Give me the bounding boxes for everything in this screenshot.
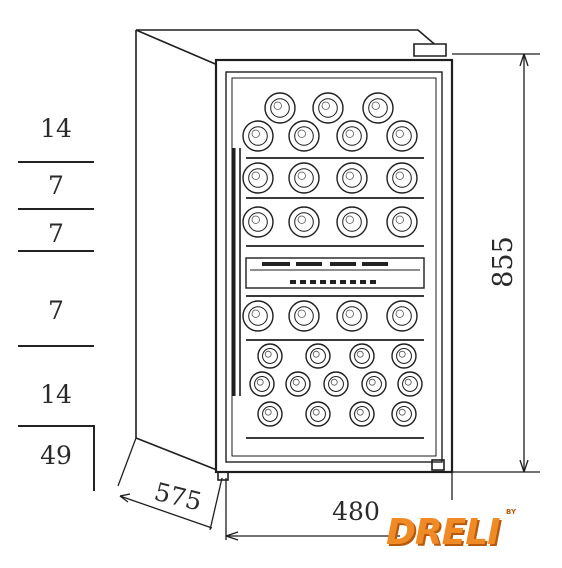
shelf-count-3: 7 — [48, 219, 64, 248]
logo-text: DRELI — [386, 512, 501, 553]
bottle-end — [288, 162, 320, 194]
brand-logo: BY DRELI — [386, 508, 526, 560]
table-total-divider — [93, 425, 95, 491]
table-divider — [18, 161, 94, 163]
shelf-count-5: 14 — [40, 380, 72, 409]
shelf-count-2: 7 — [48, 171, 64, 200]
bottle-end — [257, 343, 283, 369]
total-count: 49 — [40, 441, 72, 470]
bottle-end — [288, 120, 320, 152]
shelf-count-4: 7 — [48, 296, 64, 325]
table-divider — [18, 345, 94, 347]
height-dimension-label: 855 — [488, 236, 519, 288]
bottle-end — [288, 206, 320, 238]
bottle-end — [386, 206, 418, 238]
bottle-end — [336, 206, 368, 238]
bottle-end — [349, 343, 375, 369]
table-divider — [18, 425, 94, 427]
bottle-end — [285, 371, 311, 397]
bottle-end — [323, 371, 349, 397]
logo-by-text: BY — [506, 508, 517, 516]
table-divider — [18, 208, 94, 210]
bottle-end — [349, 401, 375, 427]
bottle-end — [386, 162, 418, 194]
bottle-end — [386, 120, 418, 152]
bottle-end — [249, 371, 275, 397]
bottle-end — [305, 401, 331, 427]
bottle-end — [397, 371, 423, 397]
bottle-end — [288, 300, 320, 332]
bottle-end — [264, 92, 296, 124]
bottle-end — [242, 300, 274, 332]
bottle-end — [257, 401, 283, 427]
width-dimension-label: 480 — [332, 497, 380, 526]
bottle-end — [391, 401, 417, 427]
depth-dimension-label: 575 — [151, 477, 204, 517]
bottle-end — [242, 120, 274, 152]
table-divider — [18, 250, 94, 252]
bottle-end — [361, 371, 387, 397]
shelf-count-1: 14 — [40, 114, 72, 143]
bottle-end — [362, 92, 394, 124]
bottle-end — [336, 162, 368, 194]
bottle-end — [336, 300, 368, 332]
bottle-end — [305, 343, 331, 369]
bottle-end — [242, 162, 274, 194]
bottle-end — [242, 206, 274, 238]
control-panel — [245, 257, 425, 289]
bottle-end — [386, 300, 418, 332]
bottle-end — [312, 92, 344, 124]
bottle-end — [336, 120, 368, 152]
bottle-end — [391, 343, 417, 369]
